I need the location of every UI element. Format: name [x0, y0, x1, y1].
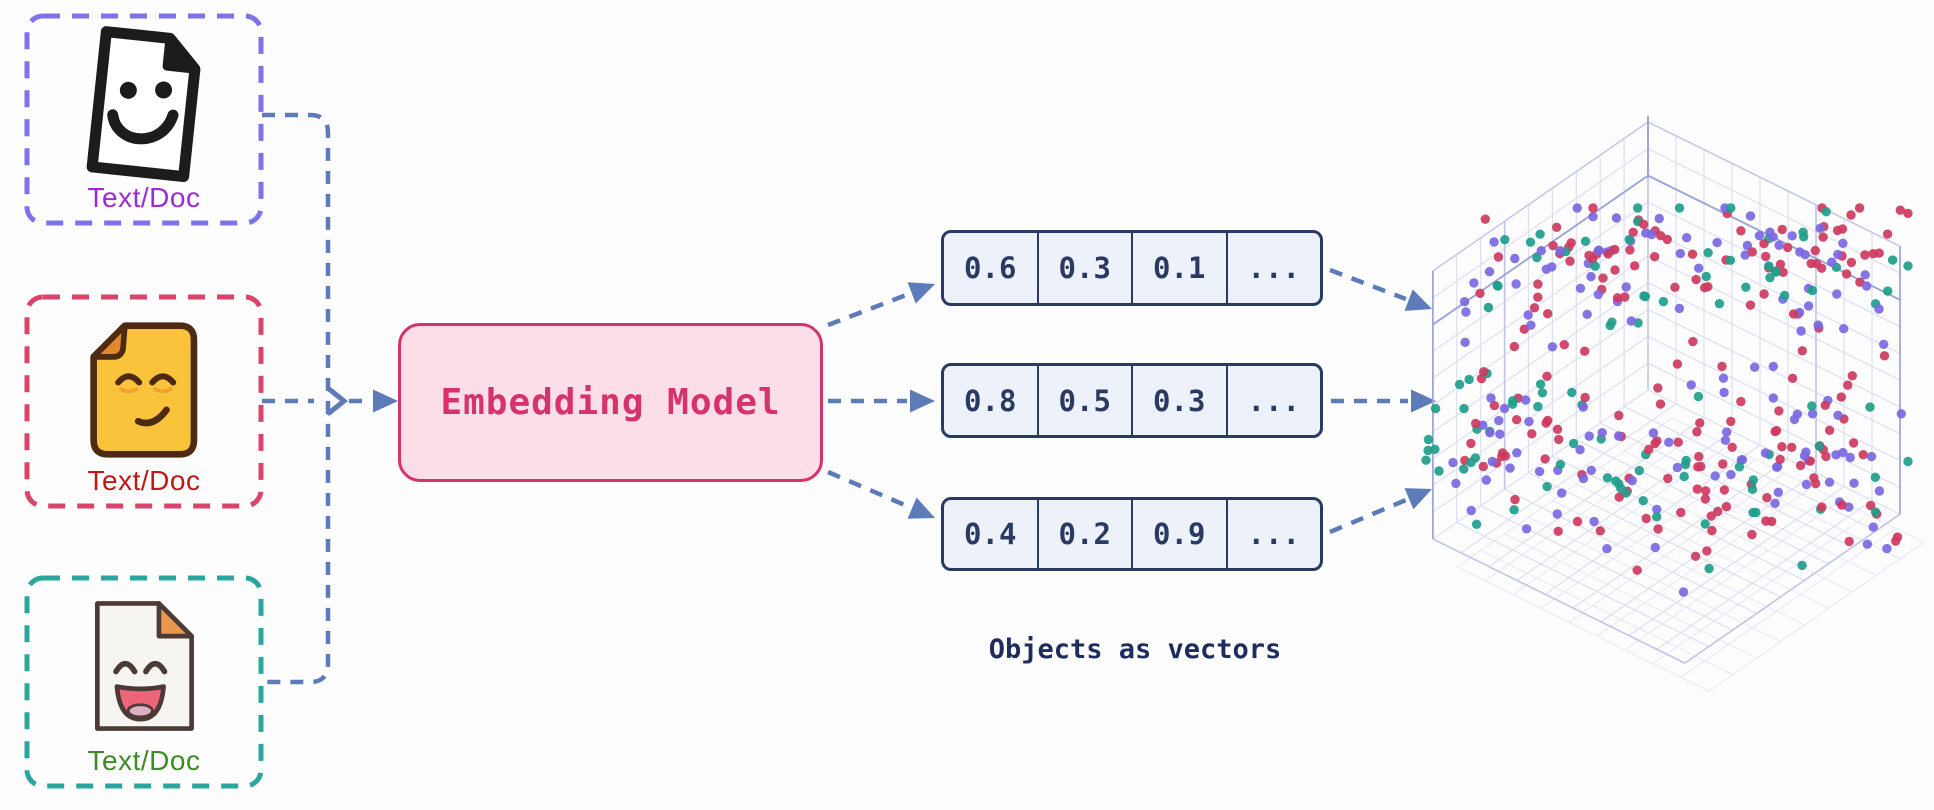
doc-laugh-icon	[95, 601, 194, 731]
arrowhead	[907, 282, 935, 304]
scatter-grid	[1432, 116, 1925, 692]
arrowhead	[373, 389, 398, 413]
vector-cell: 0.3	[1131, 366, 1226, 435]
vector-cell: 0.4	[964, 517, 1017, 551]
vector-space-3d-scatter	[1421, 116, 1925, 692]
vector-cell: 0.8	[964, 383, 1017, 418]
source-label: Text/Doc	[87, 182, 201, 213]
vector-cell: ...	[1225, 500, 1321, 568]
vector-cell: ...	[1225, 233, 1321, 303]
doc-smirk-icon	[90, 322, 198, 458]
vector-cell: 0.6	[964, 251, 1017, 285]
arrowhead	[907, 497, 935, 519]
embedding-model-label: Embedding Model	[440, 382, 781, 423]
arrowhead	[1411, 389, 1436, 413]
scatter-dots	[1421, 203, 1913, 597]
embedding-model-box: Embedding Model	[398, 323, 823, 482]
source-label: Text/Doc	[87, 745, 201, 776]
source-box-text-doc-3: Text/Doc	[27, 578, 261, 786]
vector-cell: 0.3	[1036, 233, 1132, 303]
arrowhead	[910, 389, 935, 413]
source-box-text-doc-2: Text/Doc	[27, 297, 261, 506]
doc-smile-icon	[86, 26, 201, 183]
source-box-text-doc-1: Text/Doc	[27, 16, 261, 223]
caption-objects-as-vectors: Objects as vectors	[988, 634, 1282, 665]
arrowhead	[1404, 289, 1432, 311]
vector-cell: 0.9	[1131, 500, 1226, 568]
arrowhead	[1404, 488, 1432, 510]
vector-cell: 0.1	[1131, 233, 1226, 303]
source-label: Text/Doc	[87, 465, 201, 496]
vector-cell: 0.2	[1036, 500, 1132, 568]
vector-cell: 0.5	[1036, 366, 1132, 435]
vector-cell: ...	[1225, 366, 1321, 435]
